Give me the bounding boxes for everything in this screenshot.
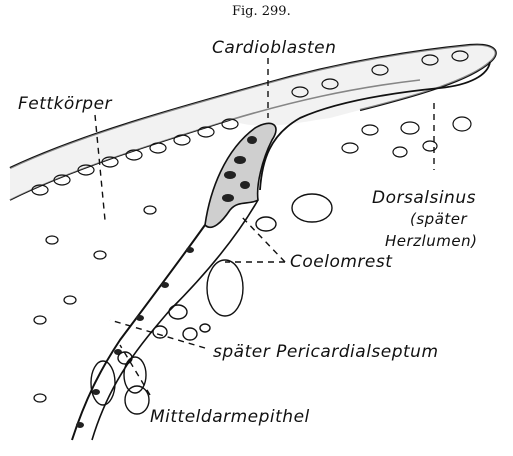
label-mitteldarmepithel: Mitteldarmepithel bbox=[150, 407, 310, 427]
leader-coelomrest bbox=[240, 215, 285, 262]
label-herzlumen: Herzlumen) bbox=[385, 232, 477, 250]
label-fettkoerper: Fettkörper bbox=[18, 94, 112, 114]
label-cardioblasten: Cardioblasten bbox=[212, 38, 336, 58]
septum-lamella-inner bbox=[92, 200, 258, 440]
lamella-nuclei bbox=[76, 247, 194, 428]
label-coelomrest: Coelomrest bbox=[290, 252, 392, 272]
label-dorsalsinus: Dorsalsinus bbox=[372, 188, 476, 208]
midgut-epithelium-cells bbox=[91, 357, 149, 414]
sinus-cells bbox=[342, 117, 471, 157]
coelom-remnant-cells bbox=[118, 194, 332, 364]
figure-number: Fig. 299. bbox=[232, 4, 291, 19]
label-spaeter: (später bbox=[410, 210, 467, 228]
cardioblast-cluster bbox=[205, 123, 276, 227]
label-pericardialseptum: später Pericardialseptum bbox=[213, 342, 439, 362]
